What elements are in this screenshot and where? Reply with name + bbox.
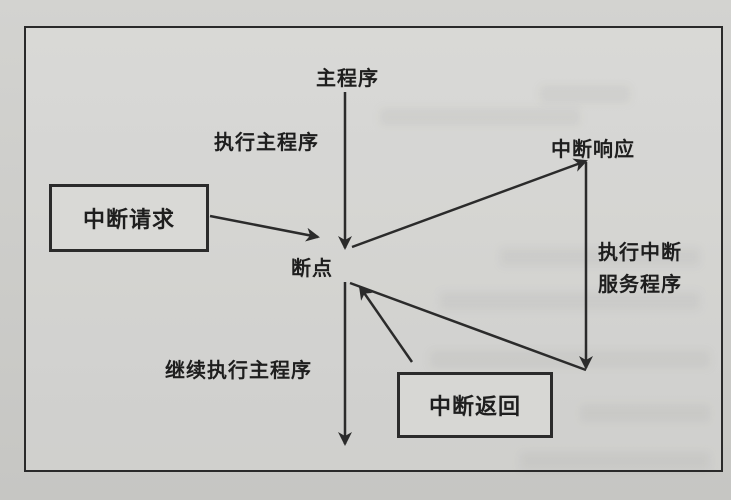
interrupt-request-label: 中断请求 bbox=[82, 208, 175, 233]
main-program-label: 主程序 bbox=[316, 66, 379, 90]
continue-main-label: 继续执行主程序 bbox=[165, 358, 312, 382]
service-to-breakpoint-line bbox=[349, 281, 587, 372]
execute-service-label-line2: 服务程序 bbox=[598, 272, 682, 296]
interrupt-return-arrow bbox=[358, 285, 414, 363]
execute-main-label: 执行主程序 bbox=[214, 130, 319, 154]
breakpoint-label: 断点 bbox=[291, 256, 333, 280]
interrupt-return-box: 中断返回 bbox=[397, 372, 553, 438]
interrupt-request-box: 中断请求 bbox=[49, 184, 209, 252]
execute-service-label-line1: 执行中断 bbox=[598, 240, 682, 264]
interrupt-return-label: 中断返回 bbox=[428, 395, 521, 420]
interrupt-request-arrow bbox=[209, 214, 320, 242]
breakpoint-to-response-arrow bbox=[351, 158, 588, 249]
interrupt-response-label: 中断响应 bbox=[551, 137, 635, 161]
